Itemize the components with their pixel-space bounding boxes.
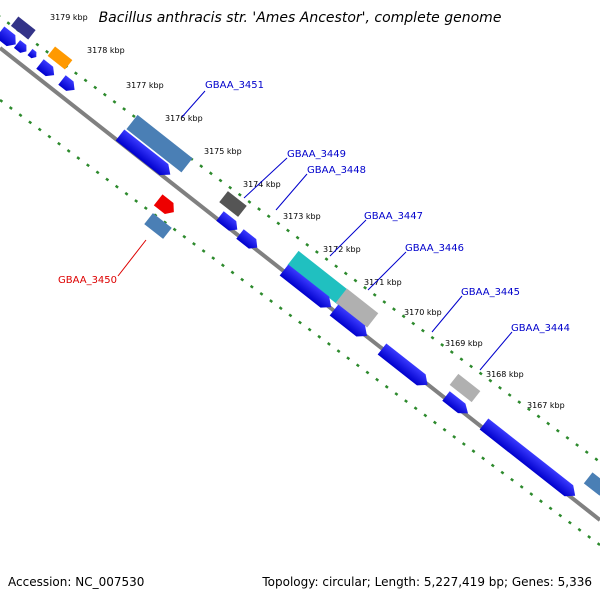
gene-arrow[interactable]	[236, 229, 261, 252]
gene-arrow[interactable]	[115, 129, 175, 180]
gene-feature[interactable]	[287, 250, 351, 306]
gene-arrow[interactable]	[36, 59, 58, 80]
gene-label-gbaa-3446[interactable]: GBAA_3446	[405, 243, 464, 254]
gene-arrow[interactable]	[153, 194, 178, 217]
gene-label-gbaa-3447[interactable]: GBAA_3447	[364, 211, 423, 222]
tick-label: 3179 kbp	[50, 13, 88, 22]
ruler-outer	[0, 15, 600, 464]
tick-label: 3173 kbp	[283, 212, 321, 221]
tick-label: 3170 kbp	[404, 308, 442, 317]
gene-feature[interactable]	[47, 46, 73, 70]
gene-feature[interactable]	[335, 288, 379, 328]
tick-label: 3175 kbp	[204, 147, 242, 156]
gene-arrow[interactable]	[377, 343, 432, 390]
gene-feature[interactable]	[126, 114, 193, 173]
gene-feature[interactable]	[10, 16, 36, 40]
outer-genes	[10, 16, 600, 496]
gene-label-gbaa-3449[interactable]: GBAA_3449	[287, 149, 346, 160]
tick-label: 3172 kbp	[323, 245, 361, 254]
gene-feature[interactable]	[449, 373, 481, 403]
gene-arrow[interactable]	[27, 48, 39, 60]
gene-label-gbaa-3444[interactable]: GBAA_3444	[511, 323, 570, 334]
tick-label: 3174 kbp	[243, 180, 281, 189]
tick-labels: 3179 kbp 3178 kbp 3177 kbp 3176 kbp 3175…	[50, 13, 565, 410]
tick-label: 3167 kbp	[527, 401, 565, 410]
tick-label: 3177 kbp	[126, 81, 164, 90]
tick-label: 3169 kbp	[445, 339, 483, 348]
genome-summary-text: Topology: circular; Length: 5,227,419 bp…	[261, 575, 592, 589]
label-leaders	[117, 90, 513, 371]
forward-genes	[0, 26, 580, 501]
gene-feature[interactable]	[219, 191, 247, 217]
ruler-inner	[0, 98, 600, 547]
tick-label: 3176 kbp	[165, 114, 203, 123]
map-title: Bacillus anthracis str. 'Ames Ancestor',…	[99, 10, 502, 26]
gene-feature[interactable]	[144, 213, 172, 239]
gene-label-gbaa-3451[interactable]: GBAA_3451	[205, 80, 264, 91]
gene-arrow[interactable]	[216, 211, 241, 234]
accession-text: Accession: NC_007530	[8, 575, 144, 589]
gene-label-gbaa-3448[interactable]: GBAA_3448	[307, 165, 366, 176]
tick-label: 3171 kbp	[364, 278, 402, 287]
gene-arrow[interactable]	[58, 75, 78, 94]
tick-label: 3178 kbp	[87, 46, 125, 55]
gene-arrow[interactable]	[0, 26, 20, 49]
gene-arrow[interactable]	[279, 264, 336, 312]
gene-arrow[interactable]	[479, 418, 580, 501]
gene-arrow[interactable]	[13, 40, 30, 55]
gene-label-gbaa-3450[interactable]: GBAA_3450	[58, 275, 117, 286]
tick-label: 3168 kbp	[486, 370, 524, 379]
gene-label-gbaa-3445[interactable]: GBAA_3445	[461, 287, 520, 298]
gene-labels: GBAA_3451 GBAA_3449 GBAA_3448 GBAA_3447 …	[58, 80, 570, 334]
gene-feature[interactable]	[583, 472, 600, 496]
reverse-genes	[144, 194, 178, 239]
gene-arrow[interactable]	[329, 304, 372, 341]
gene-arrow[interactable]	[442, 391, 471, 418]
